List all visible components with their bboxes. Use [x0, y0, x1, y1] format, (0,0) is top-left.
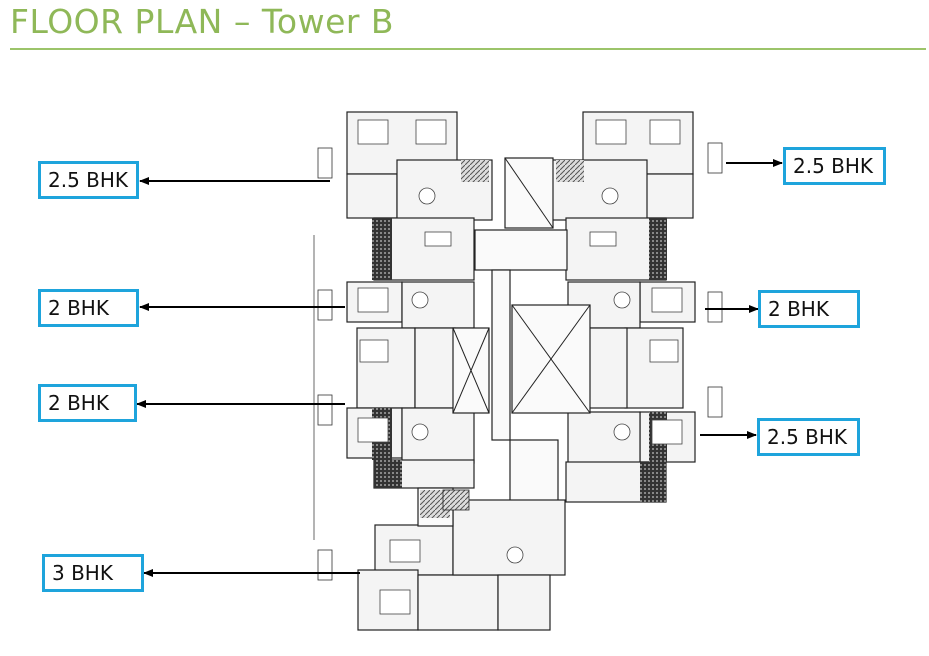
building-outline [346, 111, 696, 631]
unit-label-right-2: 2 BHK [758, 290, 860, 328]
unit-label-left-bottom: 3 BHK [42, 554, 144, 592]
unit-label-left-2: 2 BHK [38, 289, 139, 327]
page-title: FLOOR PLAN – Tower B [10, 2, 395, 41]
shaft-crosses [452, 157, 591, 414]
unit-label-right-top: 2.5 BHK [783, 147, 886, 185]
unit-label-left-top: 2.5 BHK [38, 161, 139, 199]
pointer-arrows [136, 159, 783, 577]
stairs [442, 489, 470, 511]
balconies [372, 160, 667, 518]
unit-label-left-3: 2 BHK [38, 384, 137, 422]
unit-label-right-3: 2.5 BHK [757, 418, 860, 456]
title-underline [10, 48, 926, 50]
